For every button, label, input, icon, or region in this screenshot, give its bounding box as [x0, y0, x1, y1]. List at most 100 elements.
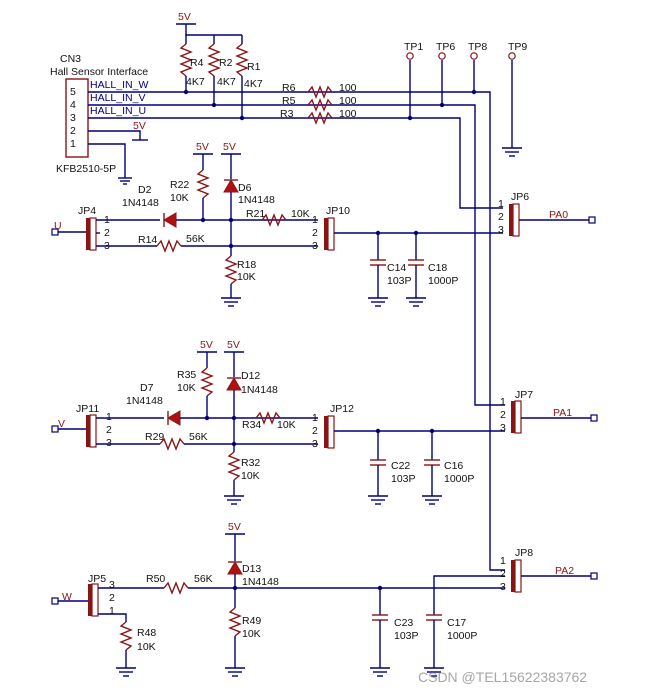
- jp5-pin1: 1: [109, 605, 115, 617]
- jp10-label: JP10: [326, 205, 350, 217]
- d6-ref: D6: [238, 182, 252, 194]
- r34-value: 10K: [277, 419, 296, 431]
- jp7-pin1: 1: [500, 396, 506, 408]
- jp8-pin1: 1: [500, 555, 506, 567]
- c23-ref: C23: [394, 617, 413, 629]
- tp6-label: TP6: [436, 41, 455, 53]
- connector-part: KFB2510-5P: [56, 163, 116, 175]
- r35-value: 10K: [177, 382, 196, 394]
- c18-ref: C18: [428, 262, 447, 274]
- watermark: CSDN @TEL15622383762: [418, 669, 587, 685]
- jp7-label: JP7: [515, 389, 533, 401]
- output-pa1: PA1: [553, 407, 572, 419]
- r35-ref: R35: [177, 369, 196, 381]
- r49-value: 10K: [242, 628, 261, 640]
- jp8-label: JP8: [515, 547, 533, 559]
- jp12-pin1: 1: [312, 412, 318, 424]
- jp11-pin3: 3: [106, 437, 112, 449]
- c16-ref: C16: [444, 460, 463, 472]
- jp5-label: JP5: [88, 573, 106, 585]
- d7-ref: D7: [140, 382, 154, 394]
- r3-ref: R3: [280, 108, 294, 120]
- signal-hall-in-w: HALL_IN_W: [90, 79, 148, 91]
- stage-u: U JP4 1 2 3 D2 1N4148 5V R22 10K 5V D6 1…: [51, 141, 596, 307]
- r34-ref: R34: [242, 419, 261, 431]
- jp10-pin2: 2: [312, 227, 318, 239]
- input-v-label: V: [58, 418, 65, 430]
- connector-pin-4: 4: [70, 99, 76, 111]
- r4-value: 4K7: [186, 76, 205, 88]
- d2-ref: D2: [138, 184, 152, 196]
- jp7-pin2: 2: [500, 409, 506, 421]
- tp9-label: TP9: [508, 41, 527, 53]
- r29-value: 56K: [189, 431, 208, 443]
- jp11-label: JP11: [76, 403, 99, 415]
- vcc-label-pullups: 5V: [178, 11, 191, 23]
- d12-part: 1N4148: [241, 384, 278, 396]
- jp4-pin2: 2: [104, 227, 110, 239]
- c14-value: 103P: [387, 275, 412, 287]
- r2-ref: R2: [219, 57, 233, 69]
- r14-value: 56K: [186, 233, 205, 245]
- r5-value: 100: [339, 95, 357, 107]
- vcc-d6: 5V: [223, 141, 236, 153]
- r50-value: 56K: [194, 573, 213, 585]
- r21-ref: R21: [246, 208, 265, 220]
- pullup-resistors: 5V R4 4K7 R2 4K7 R1 4K7: [176, 11, 263, 121]
- jp6-pin1: 1: [498, 198, 504, 210]
- r5-ref: R5: [282, 95, 296, 107]
- d6-part: 1N4148: [238, 194, 275, 206]
- r6-ref: R6: [282, 82, 296, 94]
- c18-value: 1000P: [428, 275, 458, 287]
- vcc-d12: 5V: [227, 339, 240, 351]
- r22-value: 10K: [170, 192, 189, 204]
- connector-pin-1: 1: [70, 138, 76, 150]
- jp8-pin2: 2: [500, 568, 506, 580]
- jp6-pin2: 2: [498, 211, 504, 223]
- connector-wires: 5V: [88, 91, 505, 571]
- jp6-pin3: 3: [498, 224, 504, 236]
- r4-ref: R4: [190, 57, 204, 69]
- c23-value: 103P: [394, 630, 419, 642]
- r32-value: 10K: [241, 470, 260, 482]
- jp10-pin3: 3: [312, 240, 318, 252]
- vcc-r35: 5V: [200, 339, 213, 351]
- r14-ref: R14: [138, 234, 157, 246]
- c14-ref: C14: [387, 262, 406, 274]
- c17-value: 1000P: [447, 630, 477, 642]
- d7-part: 1N4148: [126, 395, 163, 407]
- r48-value: 10K: [137, 641, 156, 653]
- signal-hall-in-v: HALL_IN_V: [90, 92, 145, 104]
- d13-ref: D13: [242, 563, 261, 575]
- r32-ref: R32: [241, 457, 260, 469]
- jp11-pin2: 2: [106, 424, 112, 436]
- c16-value: 1000P: [444, 473, 474, 485]
- output-pa2: PA2: [555, 565, 574, 577]
- tp8-label: TP8: [468, 41, 487, 53]
- r3-value: 100: [339, 108, 357, 120]
- d12-ref: D12: [241, 370, 260, 382]
- jp8-pin3: 3: [500, 581, 506, 593]
- connector-pin-3: 3: [70, 112, 76, 124]
- r18-value: 10K: [237, 271, 256, 283]
- signal-hall-in-u: HALL_IN_U: [90, 105, 146, 117]
- c22-ref: C22: [391, 460, 410, 472]
- jp6-label: JP6: [511, 191, 529, 203]
- r1-value: 4K7: [244, 78, 263, 90]
- jp5-pin3: 3: [109, 579, 115, 591]
- r50-ref: R50: [146, 573, 165, 585]
- vcc-d13: 5V: [228, 521, 241, 533]
- connector-pin-5: 5: [70, 86, 76, 98]
- input-w-label: W: [62, 591, 72, 603]
- r6-value: 100: [339, 82, 357, 94]
- jp10-pin1: 1: [312, 214, 318, 226]
- vcc-label-cn3: 5V: [133, 120, 146, 132]
- jp4-label: JP4: [78, 205, 96, 217]
- input-u-label: U: [54, 220, 62, 232]
- jp12-label: JP12: [330, 403, 354, 415]
- stage-w: W JP5 3 2 1 R50 56K R48 10K 5V D13 1N414…: [51, 521, 598, 677]
- connector-pin-2: 2: [70, 125, 76, 137]
- tp1-label: TP1: [404, 41, 423, 53]
- c17-ref: C17: [447, 617, 466, 629]
